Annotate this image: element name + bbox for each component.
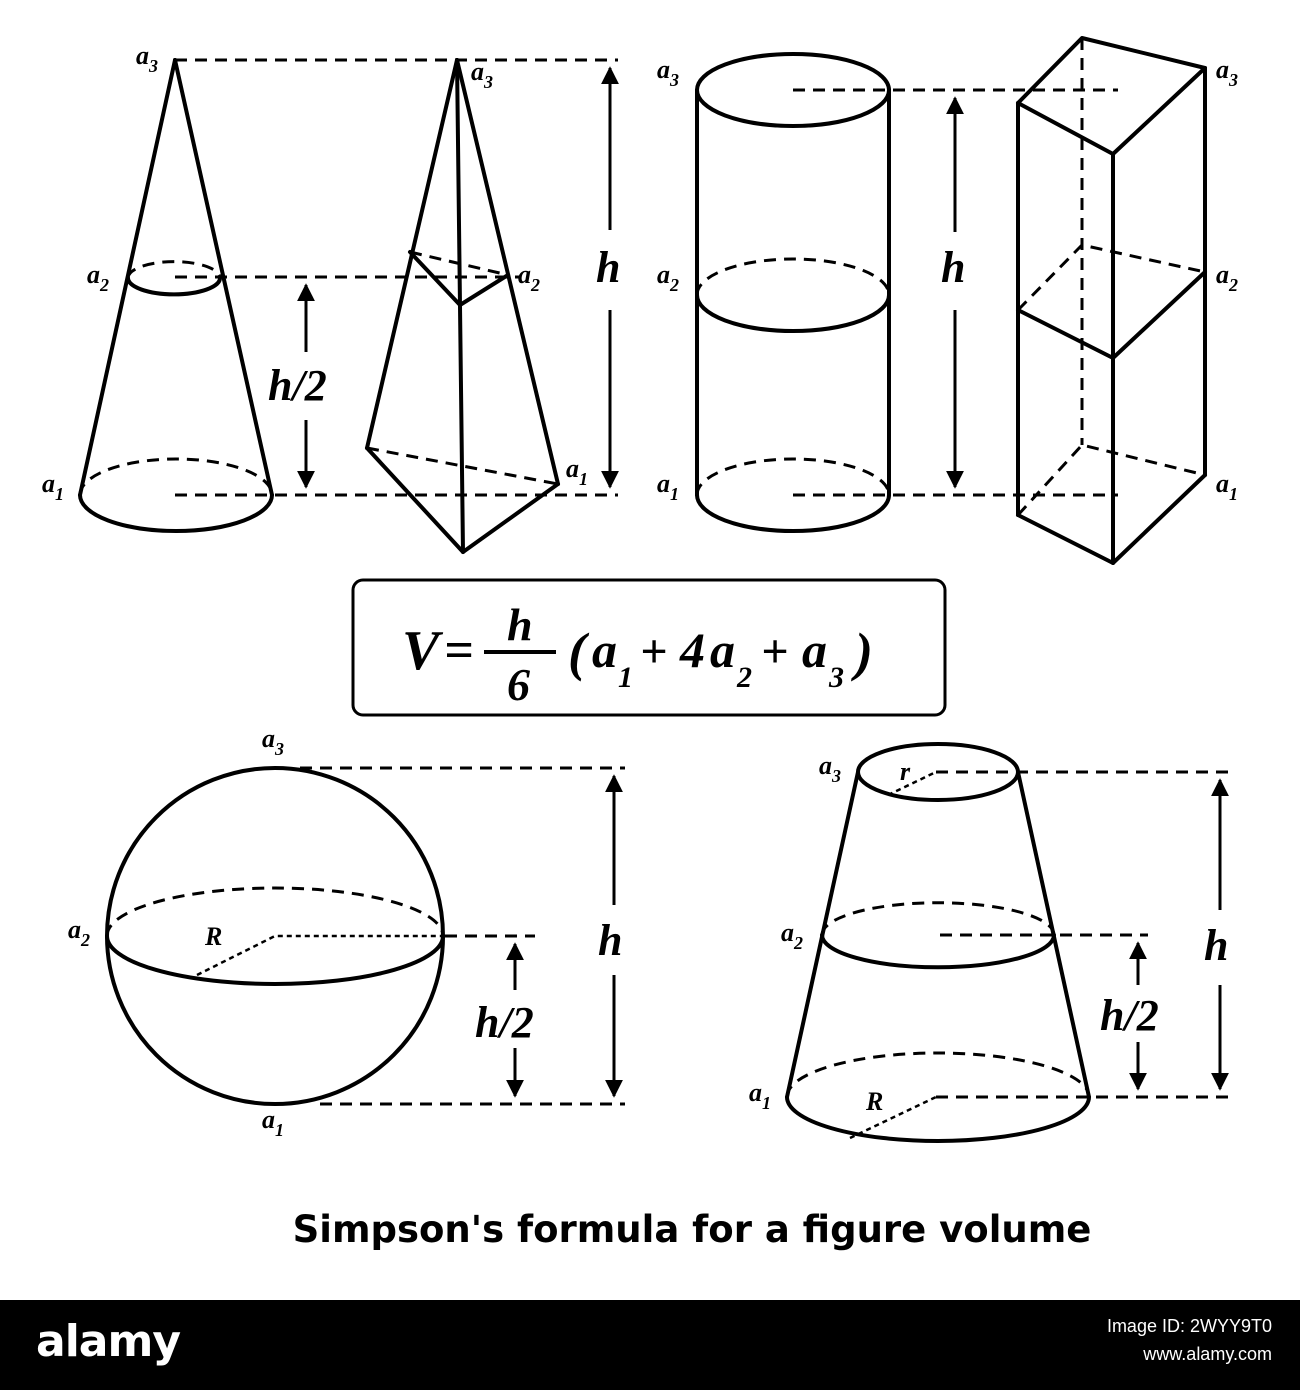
- figure-labels: a3 a2 a1 h/2 a3 a2 a1 h a3 a2 a1 h a3 a2…: [42, 41, 1238, 1140]
- formula-a1: a: [592, 622, 617, 678]
- formula-equals: =: [444, 622, 474, 679]
- formula-numerator: h: [507, 599, 533, 650]
- cylinder-h-label: h: [941, 243, 965, 292]
- sphere-a1-label: a1: [262, 1105, 284, 1140]
- formula-sub3: 3: [828, 661, 844, 694]
- frustum-a3-label: a3: [819, 751, 841, 786]
- formula-box: V = h 6 ( a 1 + 4 a 2 + a 3 ): [351, 578, 947, 717]
- image-id: Image ID: 2WYY9T0: [1106, 1316, 1272, 1336]
- cylinder-a2-label: a2: [657, 260, 679, 295]
- pyramid-a1-label: a1: [566, 454, 588, 489]
- prism-figure: [1016, 36, 1207, 565]
- footer-bar: alamy Image ID: 2WYY9T0 www.alamy.com: [0, 1300, 1300, 1390]
- sphere-a3-label: a3: [262, 724, 284, 759]
- diagram-title: Simpson's formula for a figure volume: [293, 1208, 1092, 1251]
- sphere-dimensions: [300, 766, 625, 1106]
- formula-plus-1: +: [640, 625, 667, 678]
- sphere-radius-label: R: [204, 922, 222, 951]
- formula-open-paren: (: [568, 622, 590, 682]
- formula-a2: a: [710, 622, 735, 678]
- formula-four: 4: [679, 622, 705, 678]
- formula-close-paren: ): [850, 622, 873, 682]
- cone-dimensions: [175, 58, 619, 497]
- prism-a2-label: a2: [1216, 260, 1238, 295]
- cone-a1-label: a1: [42, 469, 64, 504]
- sphere-h-label: h: [598, 916, 622, 965]
- formula-a3: a: [802, 622, 827, 678]
- site-url: www.alamy.com: [1143, 1344, 1272, 1364]
- formula-sub1: 1: [618, 661, 633, 694]
- frustum-h-half-label: h/2: [1100, 991, 1159, 1040]
- cylinder-a1-label: a1: [657, 469, 679, 504]
- cone-a2-label: a2: [87, 260, 109, 295]
- frustum-small-radius-label: r: [900, 757, 911, 786]
- pyramid-a2-label: a2: [518, 260, 540, 295]
- cone-figure: [78, 58, 274, 533]
- prism-a3-label: a3: [1216, 55, 1238, 90]
- cylinder-dimensions: [793, 88, 1118, 497]
- formula-denominator: 6: [507, 659, 530, 710]
- frustum-a2-label: a2: [781, 918, 803, 953]
- formula-sub2: 2: [736, 661, 752, 694]
- formula-v: V: [402, 620, 444, 682]
- frustum-radius-label: R: [865, 1087, 883, 1116]
- cone-h-label: h: [596, 243, 620, 292]
- frustum-h-label: h: [1204, 921, 1228, 970]
- formula-plus-2: +: [761, 625, 788, 678]
- cylinder-figure: [695, 52, 891, 533]
- sphere-a2-label: a2: [68, 915, 90, 950]
- frustum-figure: [785, 742, 1091, 1143]
- frustum-dimensions: [936, 770, 1229, 1099]
- frustum-a1-label: a1: [749, 1078, 771, 1113]
- pyramid-a3-label: a3: [471, 57, 493, 92]
- pyramid-figure: [365, 58, 560, 554]
- simpson-diagram: V = h 6 ( a 1 + 4 a 2 + a 3 ): [42, 36, 1238, 1251]
- prism-a1-label: a1: [1216, 469, 1238, 504]
- cone-h-half-label: h/2: [268, 361, 327, 410]
- cone-a3-label: a3: [136, 41, 158, 76]
- stock-info: Image ID: 2WYY9T0 www.alamy.com: [1107, 1312, 1272, 1368]
- brand-logo: alamy: [36, 1316, 181, 1367]
- sphere-h-half-label: h/2: [475, 998, 534, 1047]
- sphere-figure: [105, 766, 445, 1106]
- cylinder-a3-label: a3: [657, 55, 679, 90]
